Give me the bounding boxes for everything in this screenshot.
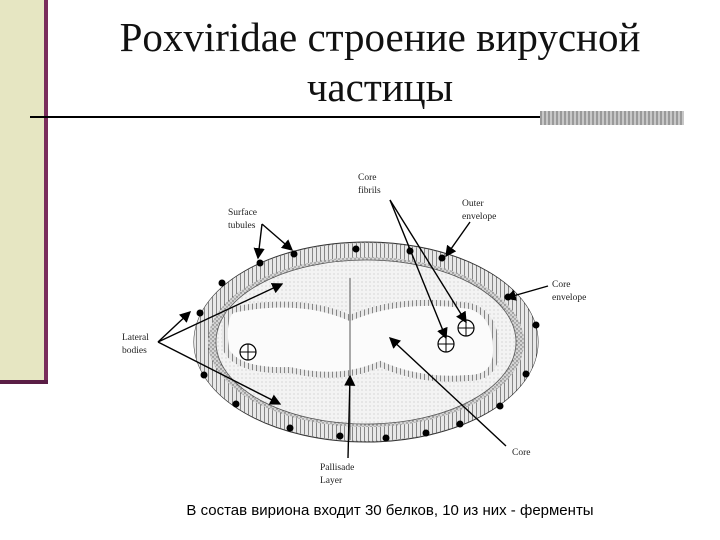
title-rule-accent <box>540 111 684 125</box>
label-core: Core <box>512 448 531 458</box>
slide-caption: В состав вириона входит 30 белков, 10 из… <box>186 502 594 519</box>
left-accent-bar-bottom <box>0 380 48 384</box>
label-lateral-bodies: Lateral bodies <box>122 333 149 356</box>
label-core-envelope: Core envelope <box>552 280 587 303</box>
core-envelope-stripes <box>221 299 500 382</box>
core-fibril-marker <box>457 319 475 337</box>
label-arrows <box>157 199 549 459</box>
title-rule <box>30 116 540 118</box>
surface-tubules <box>196 245 540 442</box>
left-accent-bar-edge <box>44 0 48 384</box>
label-surface-tubules: Surface tubules <box>228 208 258 231</box>
label-outer-envelope: Outer envelope <box>462 199 497 222</box>
core-fibril-marker <box>239 343 257 361</box>
core-fibril-marker <box>437 335 455 353</box>
label-core-fibrils: Core fibrils <box>358 173 381 196</box>
left-accent-bar <box>0 0 44 384</box>
slide-title: Poxviridae строение вирусной частицы <box>119 14 641 110</box>
label-pallisade-layer: Pallisade Layer <box>320 463 355 486</box>
palisade-layer-shape <box>194 243 538 441</box>
